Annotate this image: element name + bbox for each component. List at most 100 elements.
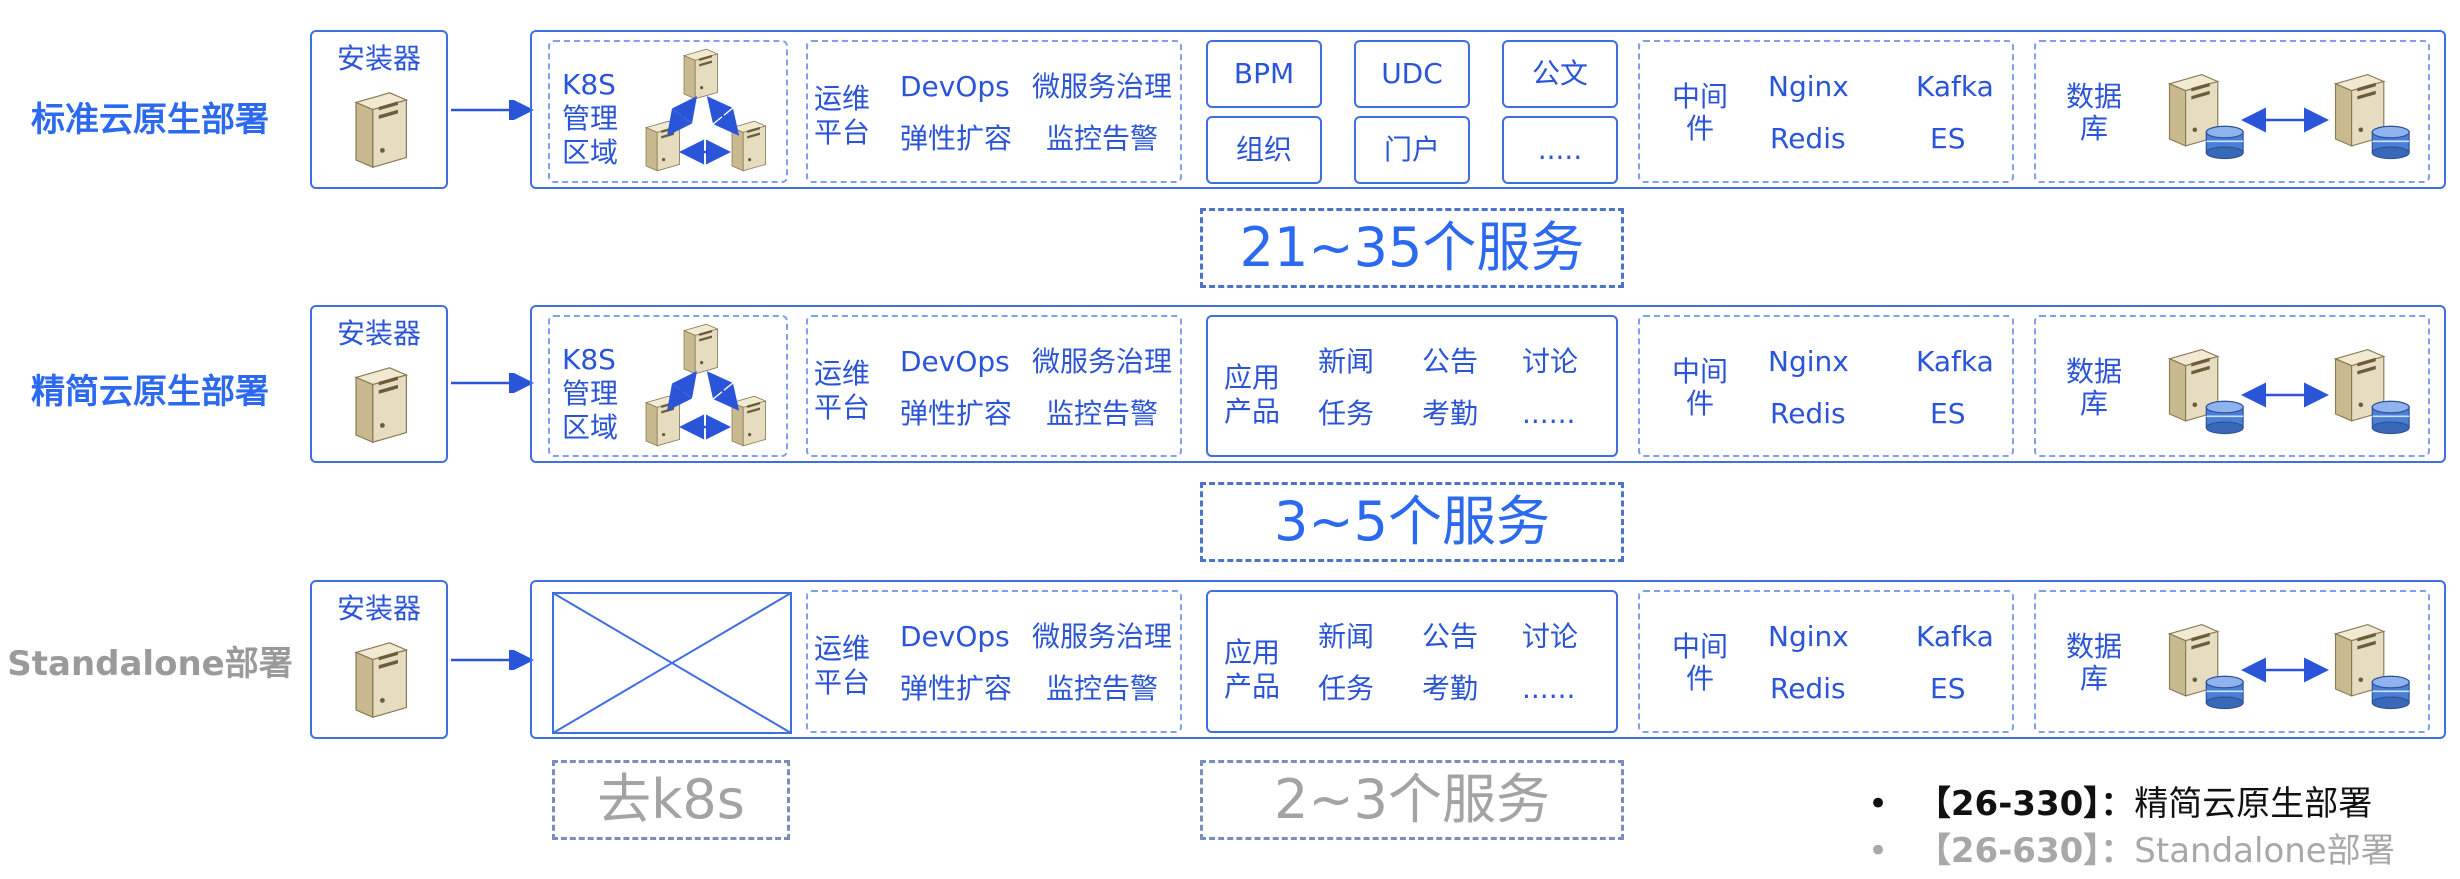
mw-redis: Redis [1770,672,1846,705]
server-icon [355,92,407,168]
db-replication-icon [2158,337,2418,447]
apps-label-a: 应用 [1224,361,1281,394]
ops-monitor: 监控告警 [1046,672,1159,705]
app-task: 任务 [1318,672,1375,705]
ops-platform: 运维 平台 DevOps 微服务治理 弹性扩容 监控告警 [806,315,1182,457]
server-icon [355,642,407,718]
legend-text: Standalone部署 [2134,831,2395,871]
installer-label: 安装器 [336,592,421,625]
app-label: BPM [1233,57,1295,90]
legend-item: • 【26-330】：精简云原生部署 [1868,776,2372,825]
k8s-label-2: 管理 [562,102,619,135]
app-attendance: 考勤 [1422,397,1479,430]
apps-label-a: 应用 [1224,636,1281,669]
app-news: 新闻 [1318,345,1375,378]
ops-label-b: 平台 [814,116,871,149]
database-box: 数据 库 [2034,315,2430,457]
middleware-box: 中间 件 Nginx Kafka Redis ES [1638,590,2014,733]
row-title: 标准云原生部署 [31,100,269,140]
apps-label-b: 产品 [1224,395,1281,428]
ops-monitor: 监控告警 [1046,122,1159,155]
app-label: UDC [1381,57,1443,90]
app-official-doc: 公文 [1502,40,1618,108]
app-notice: 公告 [1422,345,1479,378]
ops-monitor: 监控告警 [1046,397,1159,430]
ops-platform: 运维 平台 DevOps 微服务治理 弹性扩容 监控告警 [806,590,1182,733]
db-label-a: 数据 [2066,630,2123,663]
ops-label-a: 运维 [814,632,871,665]
removed-k8s-cross-icon [552,592,792,734]
service-count-box: 2~3个服务 [1200,760,1624,840]
k8s-label-1: K8S [562,68,616,101]
no-k8s-label: 去k8s [597,768,745,831]
database-box: 数据 库 [2034,590,2430,733]
installer-box: 安装器 [310,580,448,739]
service-count: 2~3个服务 [1274,768,1550,831]
app-products-box: 应用 产品 新闻 公告 讨论 任务 考勤 ...... [1206,590,1618,733]
service-count: 3~5个服务 [1274,490,1550,553]
installer-box: 安装器 [310,305,448,463]
mw-redis: Redis [1770,122,1846,155]
row-title: Standalone部署 [7,644,293,684]
middleware-box: 中间 件 Nginx Kafka Redis ES [1638,315,2014,457]
app-portal: 门户 [1354,116,1470,184]
mw-es: ES [1930,397,1966,430]
k8s-cluster-icon [645,48,766,172]
middleware-label-a: 中间 [1672,355,1729,388]
app-more: ..... [1502,116,1618,184]
service-count: 21~35个服务 [1239,216,1585,279]
ops-label-a: 运维 [814,357,871,390]
k8s-label-3: 区域 [562,136,619,169]
ops-microservice: 微服务治理 [1032,345,1173,378]
ops-microservice: 微服务治理 [1032,70,1173,103]
app-more: ...... [1522,672,1576,705]
ops-elastic: 弹性扩容 [900,672,1013,705]
service-count-box: 3~5个服务 [1200,482,1624,562]
ops-elastic: 弹性扩容 [900,122,1013,155]
ops-elastic: 弹性扩容 [900,397,1013,430]
app-notice: 公告 [1422,620,1479,653]
installer-label: 安装器 [336,317,421,350]
app-task: 任务 [1318,397,1375,430]
db-label-b: 库 [2080,662,2109,695]
ops-devops: DevOps [900,620,1010,653]
mw-nginx: Nginx [1768,620,1849,653]
arrow-icon [451,373,534,393]
middleware-box: 中间 件 Nginx Kafka Redis ES [1638,40,2014,183]
app-news: 新闻 [1318,620,1375,653]
db-replication-icon [2158,62,2418,172]
arrow-icon [451,100,534,120]
k8s-area: K8S 管理 区域 [548,315,788,457]
mw-kafka: Kafka [1916,620,1994,653]
k8s-cluster-icon [645,323,766,447]
app-label: 公文 [1531,57,1588,90]
app-label: ..... [1537,133,1583,166]
legend-bullet: • [1868,831,1889,871]
app-discussion: 讨论 [1522,345,1579,378]
legend-code: 【26-330】 [1916,784,2101,824]
mw-es: ES [1930,672,1966,705]
no-k8s-box: 去k8s [552,760,790,840]
k8s-label-1: K8S [562,343,616,376]
ops-label-b: 平台 [814,391,871,424]
platform-box: K8S 管理 区域 运维 平台 DevOps 微服务治理 弹性扩容 监控告警 应… [530,305,2446,463]
k8s-label-3: 区域 [562,411,619,444]
server-icon [355,367,407,443]
middleware-label-b: 件 [1686,662,1715,695]
legend-text: 精简云原生部署 [2134,784,2373,824]
app-udc: UDC [1354,40,1470,108]
arrow-icon [451,650,534,670]
middleware-label-a: 中间 [1672,80,1729,113]
ops-platform: 运维 平台 DevOps 微服务治理 弹性扩容 监控告警 [806,40,1182,183]
db-label-b: 库 [2080,387,2109,420]
db-label-a: 数据 [2066,80,2123,113]
installer-label: 安装器 [336,42,421,75]
mw-nginx: Nginx [1768,70,1849,103]
mw-es: ES [1930,122,1966,155]
ops-devops: DevOps [900,345,1010,378]
app-more: ...... [1522,397,1576,430]
ops-label-a: 运维 [814,82,871,115]
app-label: 门户 [1383,133,1440,166]
legend-sep: ： [2100,831,2135,871]
ops-label-b: 平台 [814,666,871,699]
